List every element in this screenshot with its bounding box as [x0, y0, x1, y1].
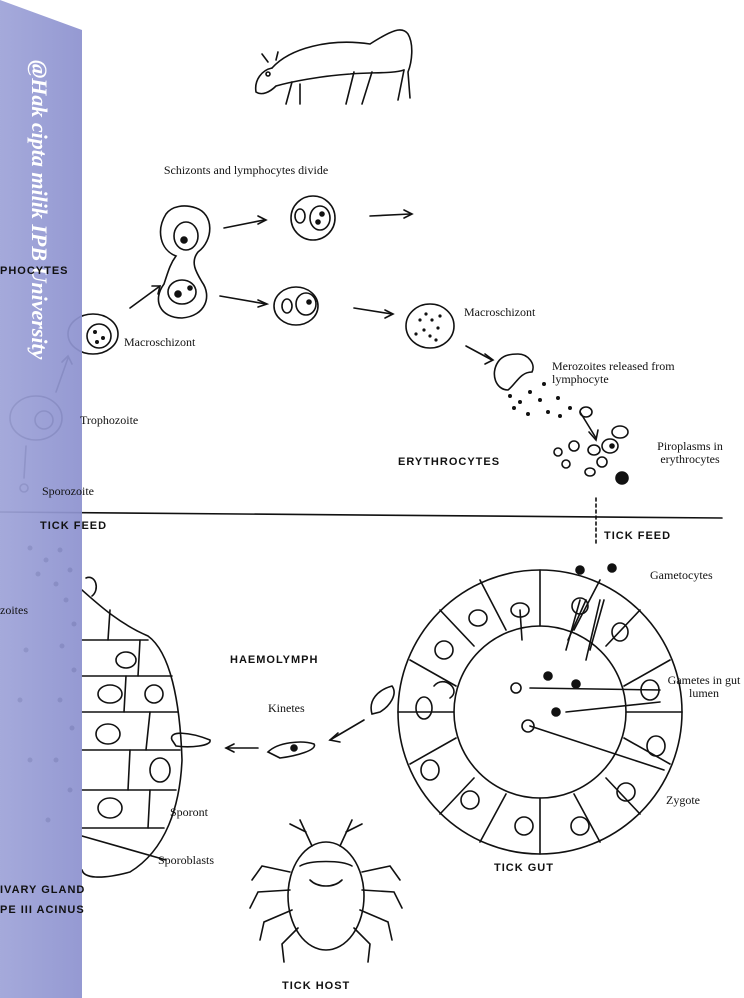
- tick-host-drawing: [250, 820, 402, 962]
- macroschizont-cell-right: [406, 304, 454, 348]
- label-haemolymph: HAEMOLYMPH: [230, 654, 318, 667]
- lymphocyte-cell-middle: [274, 287, 318, 325]
- label-tick-feed-right: TICK FEED: [604, 530, 671, 543]
- label-piroplasms: Piroplasms in erythrocytes: [640, 440, 740, 466]
- label-tick-feed-left: TICK FEED: [40, 520, 107, 533]
- label-macroschizont-left: Macroschizont: [124, 336, 195, 349]
- label-macroschizont-right: Macroschizont: [464, 306, 535, 319]
- label-tick-gut: TICK GUT: [494, 862, 554, 875]
- label-schizonts-divide: Schizonts and lymphocytes divide: [146, 164, 346, 177]
- cow-host-drawing: [256, 30, 412, 104]
- label-sporozoites-left: zoites: [0, 604, 28, 617]
- gametocyte-cells: [576, 564, 616, 574]
- flow-arrows-upper: [24, 210, 598, 478]
- salivary-gland-drawing: [82, 577, 182, 877]
- watermark-text: @Hak cipta milik IPB University: [10, 60, 70, 440]
- kinete-cells: [172, 686, 395, 758]
- lymphocyte-cell-top: [291, 196, 335, 240]
- label-sporont: Sporont: [170, 806, 208, 819]
- label-salivary-gland: IVARY GLAND: [0, 884, 85, 897]
- label-lymphocytes: PHOCYTES: [0, 265, 69, 278]
- label-sporoblasts: Sporoblasts: [158, 854, 214, 867]
- label-kinetes: Kinetes: [268, 702, 305, 715]
- label-gametocytes: Gametocytes: [650, 569, 713, 582]
- erythrocyte-cells: [554, 407, 628, 484]
- tick-gut-drawing: [398, 570, 682, 854]
- label-gametes: Gametes in gut lumen: [666, 674, 742, 700]
- label-acinus: PE III ACINUS: [0, 904, 85, 917]
- tick-feed-divider: [0, 512, 722, 518]
- label-trophozoite: Trophozoite: [80, 414, 138, 427]
- label-sporozoite: Sporozoite: [42, 485, 94, 498]
- label-tick-host: TICK HOST: [282, 980, 350, 993]
- watermark-label: @Hak cipta milik IPB University: [26, 60, 52, 359]
- label-erythrocytes: ERYTHROCYTES: [398, 456, 500, 469]
- label-zygote: Zygote: [666, 794, 700, 807]
- gametocyte-arrow: [520, 600, 604, 650]
- watermark-corner: [0, 0, 82, 30]
- label-merozoites: Merozoites released from lymphocyte: [552, 360, 702, 386]
- dividing-cell-drawing: [158, 206, 209, 318]
